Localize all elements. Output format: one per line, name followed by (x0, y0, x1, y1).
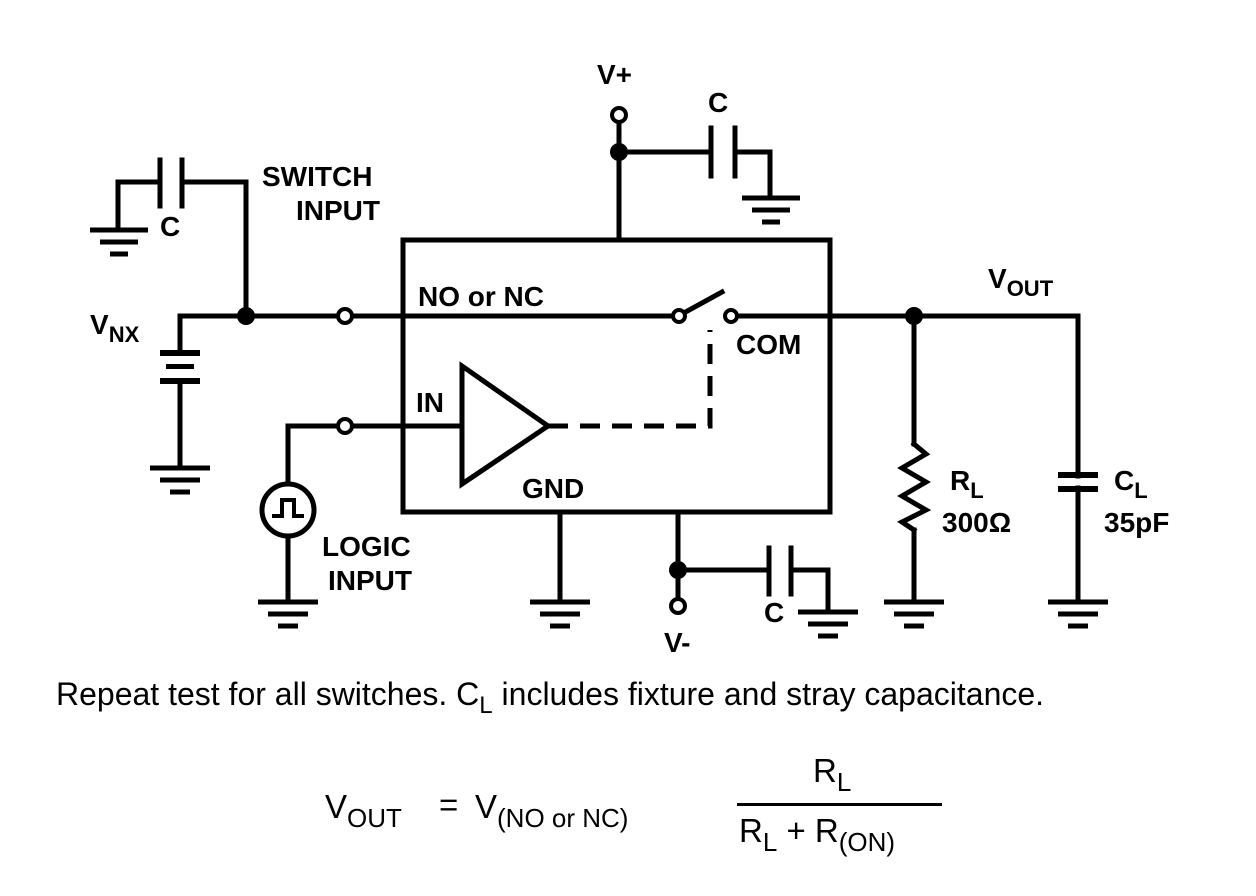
logic-input-label-1: LOGIC (322, 531, 411, 562)
cl-cap-plate2 (1058, 486, 1098, 492)
gnd-pin-label: GND (522, 473, 584, 504)
cl-cap-plate1 (1058, 472, 1098, 478)
vnx-label: VNX (90, 309, 140, 347)
cl-value-label: 35pF (1104, 507, 1169, 538)
test-note: Repeat test for all switches. CL include… (56, 676, 1045, 719)
eq-numerator: RL (813, 752, 852, 797)
eq-denominator: RL + R(ON) (739, 812, 896, 857)
eq-fraction-bar (737, 803, 942, 806)
no-nc-pin-label: NO or NC (418, 281, 544, 312)
rl-value-label: 300Ω (942, 507, 1011, 538)
vplus-terminal (610, 106, 628, 124)
vminus-cap-ground-wire (791, 567, 831, 613)
ground-vplus (742, 195, 800, 225)
top-cap-label: C (708, 87, 728, 118)
cl-label: CL (1114, 465, 1148, 503)
logic-input-label-2: INPUT (328, 565, 412, 596)
com-pin-label: COM (736, 329, 801, 360)
ground-symbols (90, 195, 1108, 639)
pulse-source (259, 481, 317, 539)
left-cap-ground-wire (115, 179, 160, 231)
switch-control-link (548, 330, 713, 429)
junction-dots (237, 143, 923, 579)
vnx-battery-plate1 (160, 350, 200, 356)
vminus-terminal (669, 597, 687, 615)
ground-vminus-cap (798, 609, 858, 639)
eq-equals: = (439, 786, 459, 823)
switch-contact-left (671, 308, 687, 324)
rl-resistor (897, 440, 932, 534)
vminus-label: V- (664, 627, 690, 658)
bottom-cap-label: C (764, 597, 784, 628)
switch-input-label-2: INPUT (296, 195, 380, 226)
vnx-battery-plate2 (166, 364, 194, 369)
ground-left-cap (90, 227, 148, 257)
rl-label: RL (950, 465, 984, 503)
switch-blade (678, 288, 726, 318)
ground-gnd-pin (530, 599, 590, 629)
terminals (336, 106, 739, 615)
logic-input-terminal (336, 417, 354, 435)
logic-buffer-triangle (459, 361, 553, 489)
ground-rl (884, 599, 944, 629)
left-cap-label: C (160, 211, 180, 242)
switch-input-label-1: SWITCH (262, 161, 372, 192)
vnx-battery-plate3 (160, 378, 200, 384)
ground-logic (258, 599, 318, 629)
vplus-label: V+ (597, 59, 632, 90)
eq-lhs: VOUT (325, 788, 402, 833)
ground-vnx (150, 465, 210, 495)
ground-cl (1048, 599, 1108, 629)
switch-contact-right (723, 308, 739, 324)
switch-input-terminal (336, 307, 354, 325)
vout-label: VOUT (988, 263, 1054, 301)
in-pin-label: IN (416, 387, 444, 418)
switch-input-wire (183, 179, 249, 319)
vplus-cap-ground-wire (735, 149, 773, 199)
logic-input-wire (285, 423, 341, 487)
eq-v-term: V(NO or NC) (475, 788, 629, 833)
